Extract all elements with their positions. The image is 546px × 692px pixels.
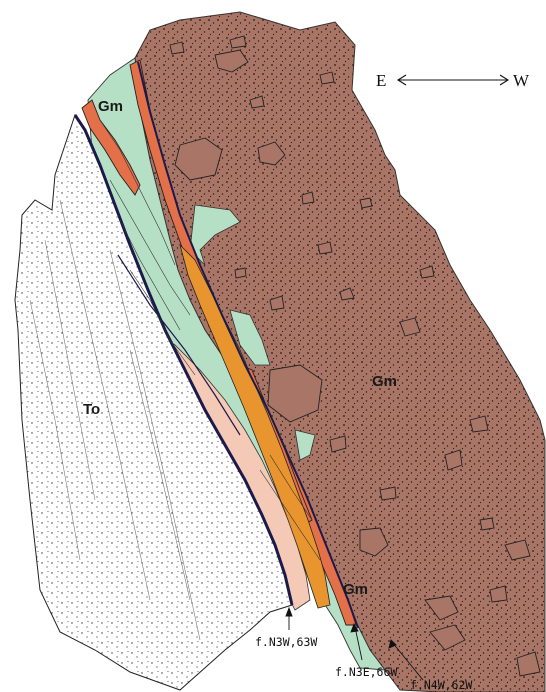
unit-label-to: To xyxy=(83,401,100,418)
unit-label-gm-lower: Gm xyxy=(343,581,368,598)
fault-label-2: f.N3E,66W xyxy=(335,665,397,679)
compass-east-label: E xyxy=(376,71,386,90)
double-arrow-icon xyxy=(398,75,508,85)
fault-label-1: f.N3W,63W xyxy=(255,635,317,649)
unit-label-gm-main: Gm xyxy=(372,373,397,390)
fault-label-3: f.N4W,62W xyxy=(410,678,472,692)
compass-indicator: E W xyxy=(376,71,530,90)
unit-label-gm-top: Gm xyxy=(98,98,123,115)
compass-west-label: W xyxy=(513,71,530,90)
